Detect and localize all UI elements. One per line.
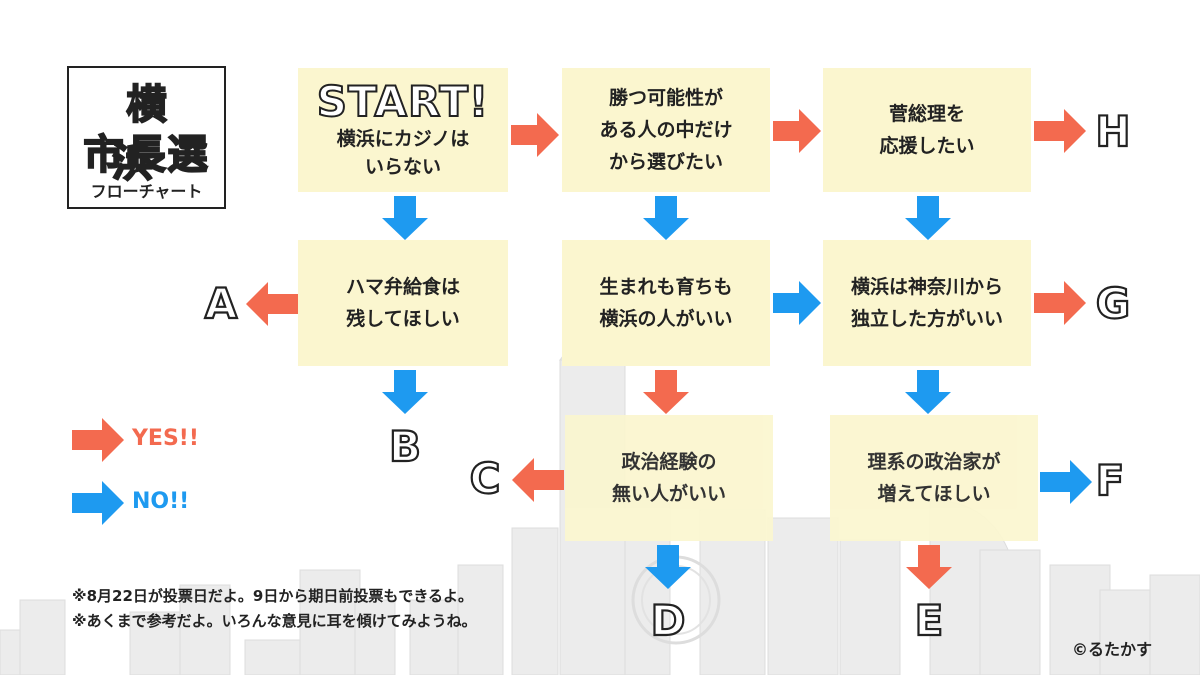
legend-yes-arrow [72, 418, 124, 462]
node-q4-line1: ハマ弁給食は [345, 276, 460, 298]
node-support-suga: 菅総理を 応援したい [823, 68, 1031, 192]
yes-arrow-q8-to-e [906, 545, 952, 589]
node-winnable-candidates: 勝つ可能性が ある人の中だけ から選びたい [562, 68, 770, 192]
note-voting-date: ※8月22日が投票日だよ。9日から期日前投票もできるよ。 [72, 587, 474, 605]
yes-arrow-q6-to-g [1034, 281, 1086, 325]
node-q2-line2: ある人の中だけ [599, 119, 733, 141]
result-h: H [1094, 107, 1131, 156]
node-q2-line3: から選びたい [608, 151, 723, 173]
yes-arrow-q2-to-q3 [773, 109, 821, 153]
start-headline: START! [316, 77, 490, 126]
no-arrow-start-to-q4 [382, 196, 428, 240]
node-q3-line2: 応援したい [879, 135, 975, 157]
result-g: G [1095, 279, 1132, 328]
node-q7-line2: 無い人がいい [611, 483, 726, 505]
node-q3-line1: 菅総理を [888, 103, 965, 125]
node-start-line1: 横浜にカジノは [336, 128, 470, 150]
title-line1: 横浜 [112, 81, 195, 187]
no-arrow-q7-to-d [645, 545, 691, 589]
legend-no-arrow [72, 481, 124, 525]
yes-arrow-start-to-q2 [511, 113, 559, 157]
yes-arrow-q4-to-a [246, 282, 298, 326]
node-q7-line1: 政治経験の [621, 451, 717, 473]
legend-no-label: NO!! [132, 489, 190, 514]
node-no-political-experience: 政治経験の 無い人がいい [565, 415, 773, 541]
node-q4-line2: 残してほしい [346, 308, 460, 330]
yes-arrow-q3-to-h [1034, 109, 1086, 153]
title-line2: 市長選 [83, 131, 210, 179]
no-arrow-q2-to-q5 [643, 196, 689, 240]
result-b: B [388, 422, 422, 471]
node-q8-line1: 理系の政治家が [867, 451, 1001, 473]
node-q6-line1: 横浜は神奈川から [850, 276, 1003, 298]
node-q5-line2: 横浜の人がいい [599, 308, 733, 330]
node-q8-line2: 増えてほしい [877, 483, 991, 505]
node-q2-line1: 勝つ可能性が [608, 87, 723, 109]
no-arrow-q5-to-q6 [773, 281, 821, 325]
credit: ©るたかす [1072, 640, 1153, 659]
node-start: START! 横浜にカジノは いらない [298, 68, 508, 192]
result-f: F [1095, 456, 1126, 505]
result-d: D [649, 596, 686, 645]
node-q5-line1: 生まれも育ちも [599, 276, 733, 298]
node-start-line2: いらない [364, 156, 441, 178]
result-e: E [914, 596, 945, 645]
note-reference-only: ※あくまで参考だよ。いろんな意見に耳を傾けてみようね。 [72, 612, 477, 630]
no-arrow-q3-to-q6 [905, 196, 951, 240]
title-box: 横浜 市長選 フローチャート [67, 66, 226, 209]
node-independence: 横浜は神奈川から 独立した方がいい [823, 240, 1031, 366]
node-hamaben-lunch: ハマ弁給食は 残してほしい [298, 240, 508, 366]
legend-yes-label: YES!! [132, 426, 199, 451]
result-a: A [204, 279, 239, 328]
result-c: C [468, 454, 501, 503]
no-arrow-q8-to-f [1040, 460, 1092, 504]
node-q6-line2: 独立した方がいい [850, 308, 1003, 330]
node-science-politician: 理系の政治家が 増えてほしい [830, 415, 1038, 541]
title-subtitle: フローチャート [90, 182, 203, 201]
yes-arrow-q5-to-q7 [643, 370, 689, 414]
no-arrow-q6-to-q8 [905, 370, 951, 414]
node-born-in-yokohama: 生まれも育ちも 横浜の人がいい [562, 240, 770, 366]
yes-arrow-q7-to-c [512, 458, 564, 502]
no-arrow-q4-to-b [382, 370, 428, 414]
